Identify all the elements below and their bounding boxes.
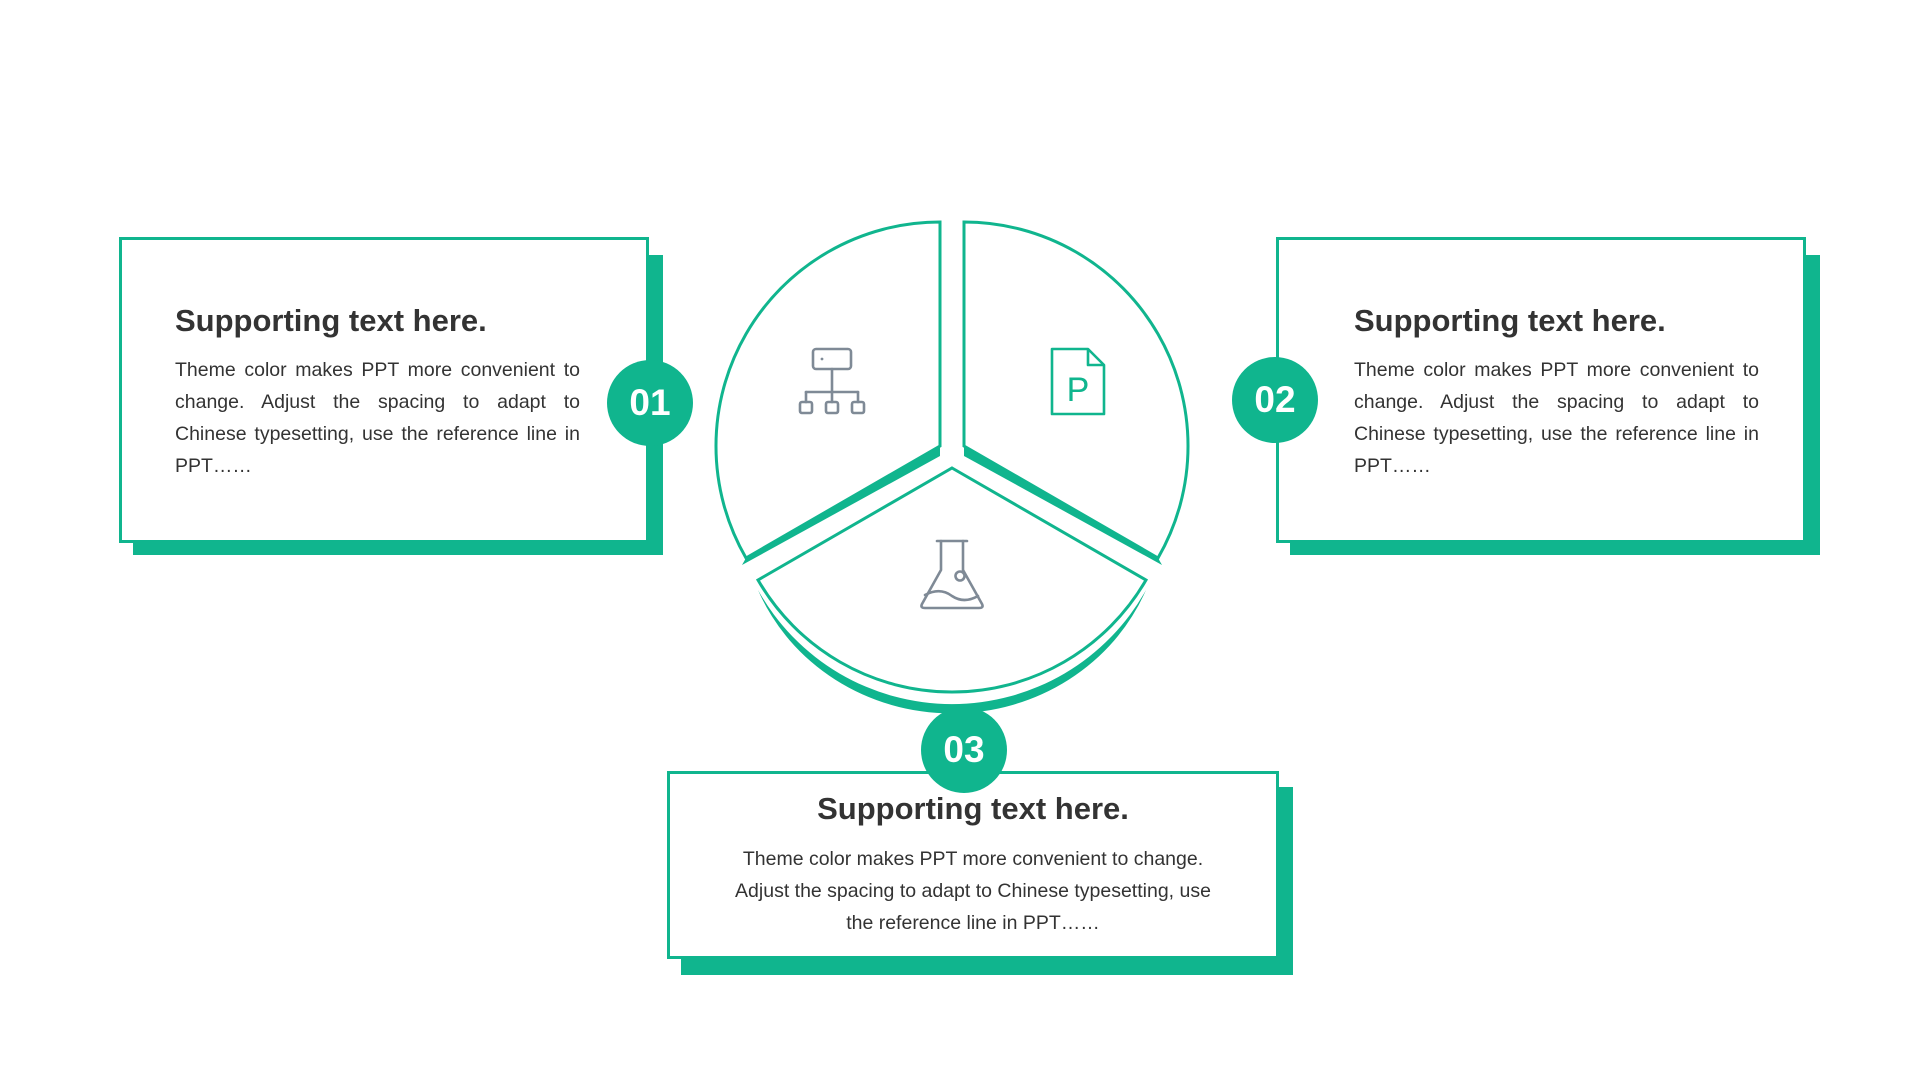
card-01-box [119,237,649,543]
pie-segment-01 [714,220,942,561]
pie-segment-01-accent [742,446,940,565]
step-badge-03: 03 [921,707,1007,793]
pie-segment-02 [962,220,1190,561]
card-01: Supporting text here. Theme color makes … [119,237,663,555]
flask-icon [920,539,984,610]
ppt-file-icon-letter: P [1067,371,1090,409]
pie-segment-03 [755,466,1149,694]
card-03-body: Theme color makes PPT more convenient to… [735,848,1211,934]
hierarchy-icon [798,347,866,415]
card-01-title: Supporting text here. [175,303,487,338]
card-01-body: Theme color makes PPT more convenient to… [175,359,580,477]
pie-segment-02-accent [964,446,1162,565]
card-02: Supporting text here. Theme color makes … [1276,237,1820,555]
card-02-body: Theme color makes PPT more convenient to… [1354,359,1759,477]
card-03: Supporting text here. Theme color makes … [667,771,1293,975]
card-02-title: Supporting text here. [1354,303,1666,338]
card-02-box [1276,237,1806,543]
ppt-file-icon [1050,347,1106,416]
step-badge-01: 01 [607,360,693,446]
card-03-title: Supporting text here. [817,791,1129,826]
card-03-box [667,771,1279,959]
pie-segment-03-accent [758,590,1146,714]
step-badge-02: 02 [1232,357,1318,443]
